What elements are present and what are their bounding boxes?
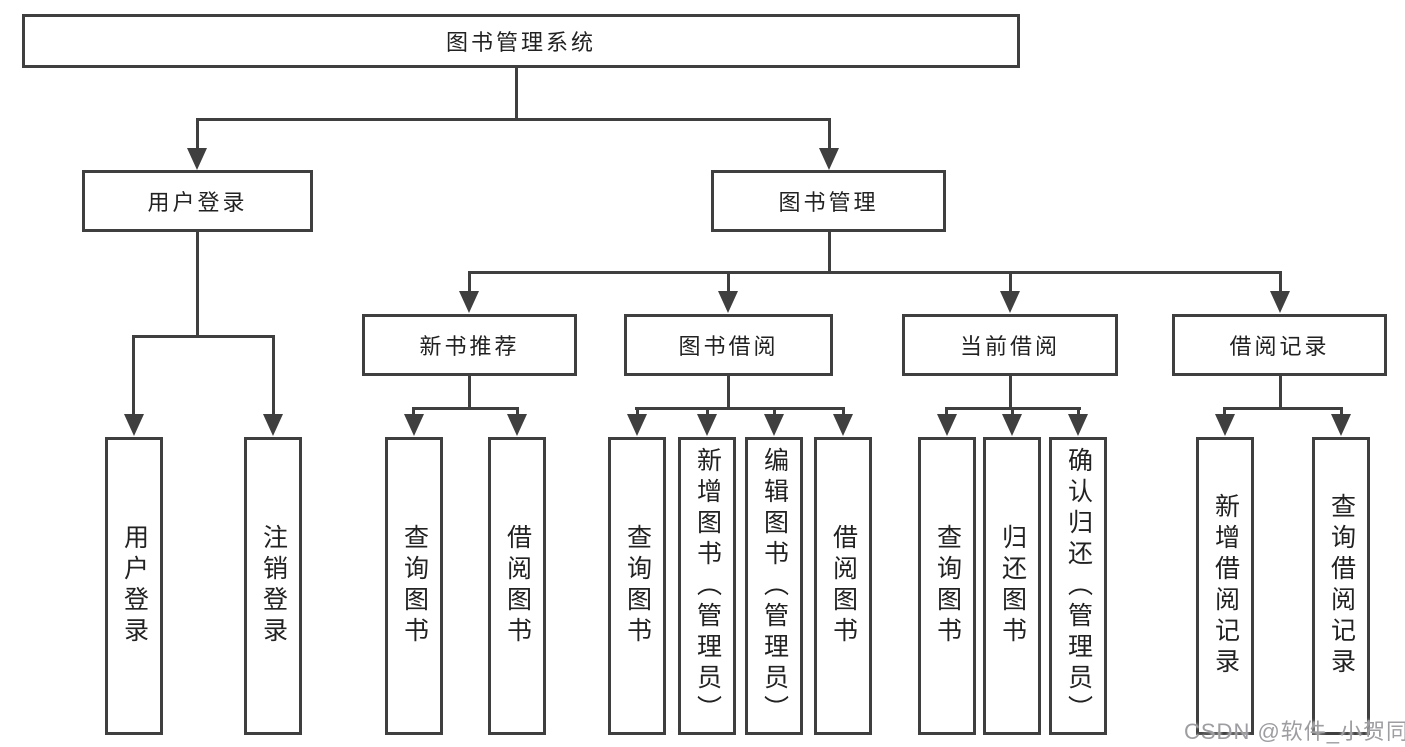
connector-to-leaf — [132, 335, 135, 417]
node-root-label: 图书管理系统 — [445, 30, 596, 55]
connector-to-leaf — [1223, 407, 1226, 419]
leaf-borrowing-edit-label: 编辑图书（管理员） — [760, 446, 789, 726]
arrow-down-icon — [124, 414, 144, 436]
leaf-newbooks-query: 查询图书 — [385, 437, 443, 735]
connector-borrowing-rail — [635, 407, 845, 410]
leaf-borrowing-add-label: 新增图书（管理员） — [693, 446, 722, 726]
leaf-borrowing-query-label: 查询图书 — [623, 524, 652, 648]
arrow-down-icon — [187, 148, 207, 170]
leaf-logout: 注销登录 — [244, 437, 302, 735]
arrow-down-icon — [507, 414, 527, 436]
node-current-label: 当前借阅 — [959, 334, 1060, 359]
leaf-newbooks-borrow: 借阅图书 — [488, 437, 546, 735]
node-book-mgmt: 图书管理 — [711, 170, 946, 232]
leaf-current-query-label: 查询图书 — [933, 524, 962, 648]
leaf-borrowing-borrow-label: 借阅图书 — [829, 524, 858, 648]
arrow-down-icon — [263, 414, 283, 436]
leaf-borrowing-borrow: 借阅图书 — [814, 437, 872, 735]
connector-root-stem — [515, 68, 518, 120]
leaf-records-query-label: 查询借阅记录 — [1327, 493, 1356, 679]
connector-to-records — [1279, 271, 1282, 295]
arrow-down-icon — [1000, 291, 1020, 313]
connector-to-leaf — [1011, 407, 1014, 419]
connector-user-login-rail — [132, 335, 274, 338]
node-root: 图书管理系统 — [22, 14, 1020, 68]
node-book-mgmt-label: 图书管理 — [778, 190, 879, 215]
connector-to-borrowing — [727, 271, 730, 295]
leaf-records-add: 新增借阅记录 — [1196, 437, 1254, 735]
connector-to-book-mgmt — [828, 118, 831, 150]
arrow-down-icon — [1068, 414, 1088, 436]
leaf-newbooks-borrow-label: 借阅图书 — [503, 524, 532, 648]
node-new-books: 新书推荐 — [362, 314, 577, 376]
connector-to-leaf — [842, 407, 845, 419]
arrow-down-icon — [1270, 291, 1290, 313]
node-user-login-label: 用户登录 — [147, 190, 248, 215]
connector-to-user-login — [196, 118, 199, 150]
connector-to-leaf — [272, 335, 275, 417]
connector-to-leaf — [412, 407, 415, 419]
arrow-down-icon — [819, 148, 839, 170]
arrow-down-icon — [404, 414, 424, 436]
leaf-borrowing-query: 查询图书 — [608, 437, 666, 735]
leaf-user-login-label: 用户登录 — [120, 524, 149, 648]
node-records: 借阅记录 — [1172, 314, 1387, 376]
connector-to-leaf — [516, 407, 519, 419]
leaf-logout-label: 注销登录 — [259, 524, 288, 648]
connector-l2-rail — [196, 118, 830, 121]
arrow-down-icon — [1215, 414, 1235, 436]
leaf-current-confirm-label: 确认归还（管理员） — [1064, 446, 1093, 726]
leaf-records-query: 查询借阅记录 — [1312, 437, 1370, 735]
arrow-down-icon — [718, 291, 738, 313]
arrow-down-icon — [764, 414, 784, 436]
connector-to-new-books — [468, 271, 471, 295]
arrow-down-icon — [937, 414, 957, 436]
arrow-down-icon — [833, 414, 853, 436]
arrow-down-icon — [1331, 414, 1351, 436]
arrow-down-icon — [459, 291, 479, 313]
connector-to-leaf — [773, 407, 776, 419]
leaf-current-confirm: 确认归还（管理员） — [1049, 437, 1107, 735]
connector-records-stem — [1279, 376, 1282, 410]
connector-to-leaf — [1340, 407, 1343, 419]
connector-to-leaf — [636, 407, 639, 419]
arrow-down-icon — [627, 414, 647, 436]
csdn-watermark: CSDN @软件_小贺同学 — [1184, 719, 1405, 744]
connector-l3-rail — [468, 271, 1281, 274]
node-borrowing-label: 图书借阅 — [678, 334, 779, 359]
connector-current-stem — [1009, 376, 1012, 410]
leaf-borrowing-add: 新增图书（管理员） — [678, 437, 736, 735]
leaf-borrowing-edit: 编辑图书（管理员） — [745, 437, 803, 735]
node-current: 当前借阅 — [902, 314, 1118, 376]
connector-book-mgmt-stem — [828, 232, 831, 274]
connector-new-books-stem — [468, 376, 471, 410]
arrow-down-icon — [1002, 414, 1022, 436]
node-new-books-label: 新书推荐 — [419, 334, 520, 359]
node-records-label: 借阅记录 — [1229, 334, 1330, 359]
leaf-records-add-label: 新增借阅记录 — [1211, 493, 1240, 679]
connector-to-leaf — [1077, 407, 1080, 419]
leaf-current-return: 归还图书 — [983, 437, 1041, 735]
leaf-current-query: 查询图书 — [918, 437, 976, 735]
arrow-down-icon — [697, 414, 717, 436]
connector-user-login-stem — [196, 232, 199, 338]
connector-new-books-rail — [412, 407, 519, 410]
connector-to-leaf — [945, 407, 948, 419]
connector-borrowing-stem — [727, 376, 730, 410]
leaf-current-return-label: 归还图书 — [998, 524, 1027, 648]
connector-to-leaf — [706, 407, 709, 419]
leaf-newbooks-query-label: 查询图书 — [400, 524, 429, 648]
connector-to-current — [1009, 271, 1012, 295]
node-user-login: 用户登录 — [82, 170, 313, 232]
node-borrowing: 图书借阅 — [624, 314, 833, 376]
connector-records-rail — [1223, 407, 1343, 410]
leaf-user-login: 用户登录 — [105, 437, 163, 735]
